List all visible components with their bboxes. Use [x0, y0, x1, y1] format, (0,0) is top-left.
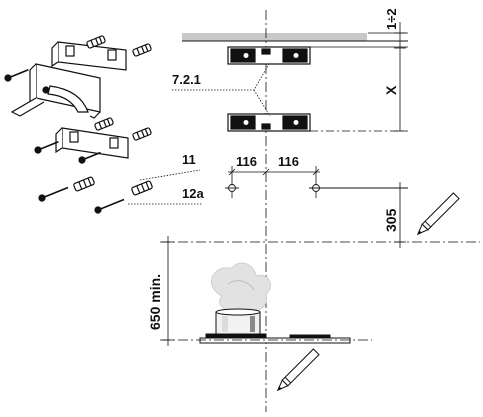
callout-7-2-1 — [172, 61, 271, 117]
hood-support-bracket — [10, 63, 101, 119]
label-dim-left: 116 — [236, 154, 257, 169]
label-ref-screw: 11 — [182, 152, 196, 167]
pencil-icon — [417, 192, 460, 235]
dimension-116-116 — [228, 166, 320, 198]
callout-11: 11 — [139, 152, 201, 181]
label-ref-plug: 12a — [182, 186, 204, 201]
label-dim-305: 305 — [383, 208, 399, 232]
bottom-bracket — [227, 113, 311, 132]
pot-with-steam — [211, 262, 271, 335]
top-bracket — [227, 46, 311, 65]
bracket-assembly-exploded — [4, 35, 153, 214]
cooktop-hob — [160, 333, 372, 344]
callout-12a: 12a — [128, 186, 204, 205]
screws — [4, 69, 125, 214]
label-ref-bracket: 7.2.1 — [172, 72, 201, 87]
ceiling-panel — [182, 32, 408, 42]
label-dim-650: 650 min. — [147, 274, 163, 330]
drill-holes — [225, 184, 408, 192]
dimension-x — [310, 47, 408, 132]
label-dim-right: 116 — [278, 154, 299, 169]
label-dim-top: 1÷2 — [384, 8, 399, 30]
dimension-650-min — [162, 236, 174, 346]
dimension-1-2 — [310, 22, 408, 48]
pencil-icon — [277, 348, 320, 391]
lower-mounting-bracket — [55, 127, 129, 159]
upper-mounting-bracket — [51, 41, 127, 71]
wall-plugs — [73, 35, 153, 196]
label-dim-x: X — [383, 85, 399, 95]
